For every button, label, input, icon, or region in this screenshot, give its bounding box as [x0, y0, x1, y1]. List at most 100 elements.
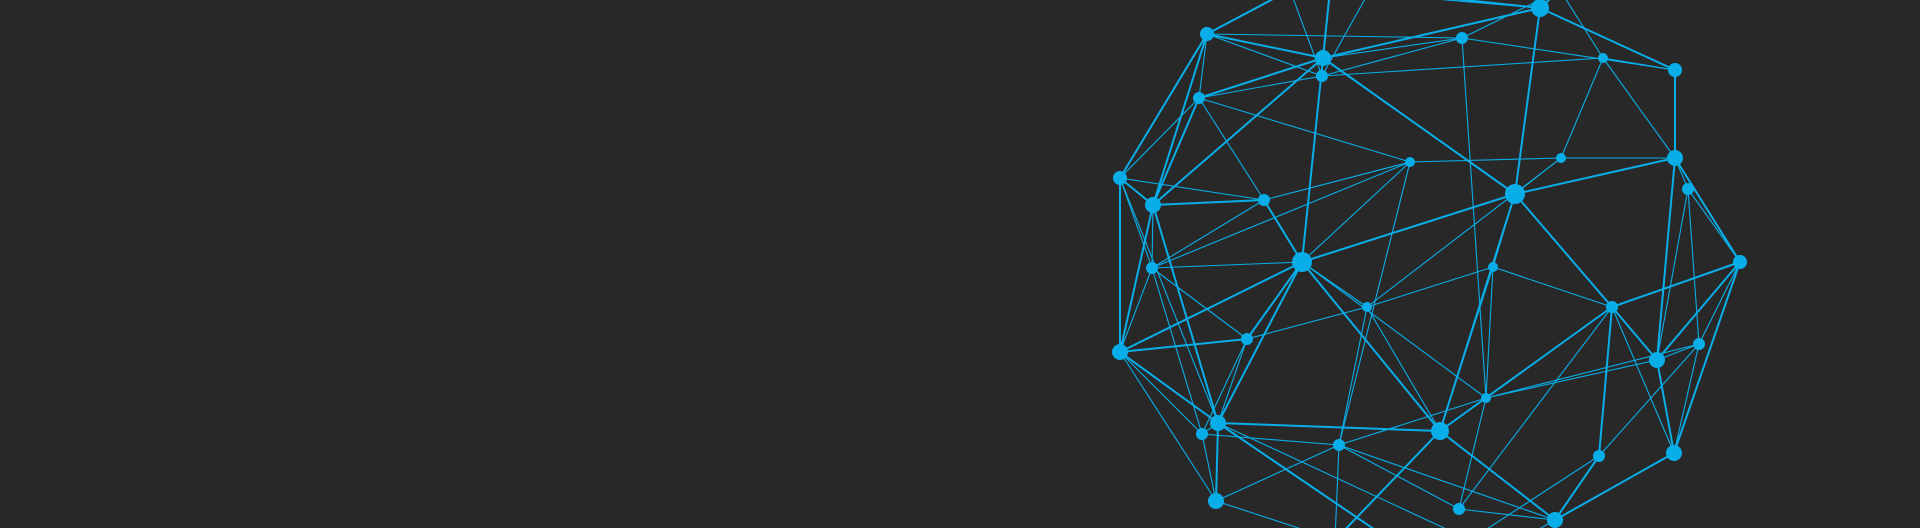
mesh-edge — [1656, 359, 1675, 454]
mesh-edge — [1201, 433, 1340, 446]
mesh-node — [1547, 512, 1563, 528]
mesh-edge — [1656, 157, 1676, 361]
mesh-edge — [1206, 33, 1463, 39]
mesh-edge — [1514, 193, 1613, 308]
mesh-edge — [1338, 444, 1556, 521]
mesh-nodes — [1112, 0, 1747, 528]
mesh-node — [1556, 153, 1566, 163]
mesh-edge — [1322, 0, 1330, 59]
mesh-edge — [1119, 351, 1203, 435]
mesh-node — [1606, 301, 1618, 313]
mesh-edge — [1119, 177, 1265, 201]
mesh-edge — [1321, 57, 1604, 77]
mesh-edge — [1217, 338, 1248, 424]
mesh-node — [1682, 183, 1694, 195]
mesh-edge — [1119, 33, 1208, 179]
mesh-edge — [1598, 343, 1700, 457]
mesh-edge — [1119, 351, 1219, 424]
mesh-node — [1292, 252, 1312, 272]
mesh-edge — [1198, 33, 1208, 99]
mesh-edge — [1611, 306, 1658, 361]
mesh-node — [1316, 70, 1328, 82]
mesh-node — [1593, 450, 1605, 462]
mesh-edge — [1560, 57, 1604, 159]
mesh-edge — [1656, 188, 1689, 361]
mesh-node — [1258, 194, 1270, 206]
mesh-edge — [1322, 57, 1516, 195]
mesh-node — [1453, 503, 1465, 515]
mesh-edge — [1492, 266, 1613, 308]
mesh-edge — [1217, 422, 1441, 432]
mesh-edge — [1366, 306, 1441, 432]
mesh-edge — [1554, 452, 1675, 521]
mesh-node — [1196, 428, 1208, 440]
mesh-node — [1315, 50, 1331, 66]
mesh-edge — [1409, 157, 1562, 163]
mesh-edge — [1206, 0, 1274, 35]
mesh-edge — [1674, 157, 1741, 263]
mesh-edge — [1215, 500, 1301, 528]
mesh-edge — [1119, 261, 1303, 353]
mesh-edge — [1458, 397, 1487, 510]
mesh-node — [1598, 53, 1608, 63]
mesh-node — [1505, 184, 1525, 204]
mesh-edge — [1217, 422, 1375, 528]
mesh-node — [1733, 255, 1747, 269]
mesh-edge — [1263, 161, 1411, 201]
mesh-edge — [1439, 430, 1556, 521]
mesh-edge — [1201, 338, 1248, 435]
mesh-node — [1488, 262, 1498, 272]
mesh-node — [1210, 415, 1226, 431]
mesh-node — [1145, 197, 1161, 213]
mesh-edge — [1673, 261, 1741, 454]
mesh-edge — [1151, 161, 1411, 269]
mesh-edge — [1151, 199, 1265, 269]
mesh-edge — [1454, 0, 1541, 9]
mesh-edge — [1201, 433, 1217, 502]
mesh-node — [1667, 150, 1683, 166]
mesh-edge — [1152, 33, 1208, 206]
mesh-edge — [1119, 338, 1248, 353]
mesh-edge — [1198, 97, 1265, 201]
mesh-node — [1241, 333, 1253, 345]
mesh-edge — [1485, 359, 1658, 399]
mesh-node — [1193, 92, 1205, 104]
mesh-edge — [1439, 306, 1613, 432]
mesh-edge — [1263, 199, 1303, 263]
mesh-edge — [1152, 199, 1265, 206]
mesh-edge — [1301, 261, 1487, 399]
mesh-node — [1456, 32, 1468, 44]
mesh-edge — [1301, 193, 1516, 263]
mesh-edge — [1198, 57, 1324, 99]
mesh-edge — [1598, 306, 1613, 457]
mesh-edge — [1345, 430, 1441, 528]
mesh-edge — [1514, 7, 1541, 195]
mesh-edge — [1485, 343, 1700, 399]
mesh-node — [1531, 0, 1549, 17]
mesh-edge — [1554, 455, 1600, 521]
mesh-node — [1146, 262, 1158, 274]
mesh-edge — [1215, 422, 1219, 502]
mesh-edge — [1338, 397, 1487, 446]
mesh-edge — [1301, 57, 1324, 263]
mesh-node — [1693, 338, 1705, 350]
mesh-edge — [1611, 261, 1741, 308]
mesh-edge — [1338, 161, 1411, 446]
mesh-edge — [1439, 193, 1516, 432]
mesh-edge — [1119, 204, 1154, 353]
mesh-edge — [1217, 422, 1446, 528]
mesh-edge — [1119, 177, 1219, 424]
mesh-edge — [1611, 306, 1675, 454]
mesh-edge — [1565, 0, 1604, 59]
mesh-edge — [1338, 306, 1368, 446]
mesh-edge — [1301, 161, 1411, 263]
mesh-edge — [1215, 444, 1340, 502]
mesh-edge — [1151, 267, 1248, 340]
mesh-node — [1431, 422, 1449, 440]
mesh-edge — [1602, 57, 1676, 159]
mesh-edge — [1206, 33, 1323, 77]
mesh-edge — [1366, 157, 1562, 308]
mesh-edge — [1246, 261, 1303, 340]
mesh-node — [1668, 63, 1682, 77]
